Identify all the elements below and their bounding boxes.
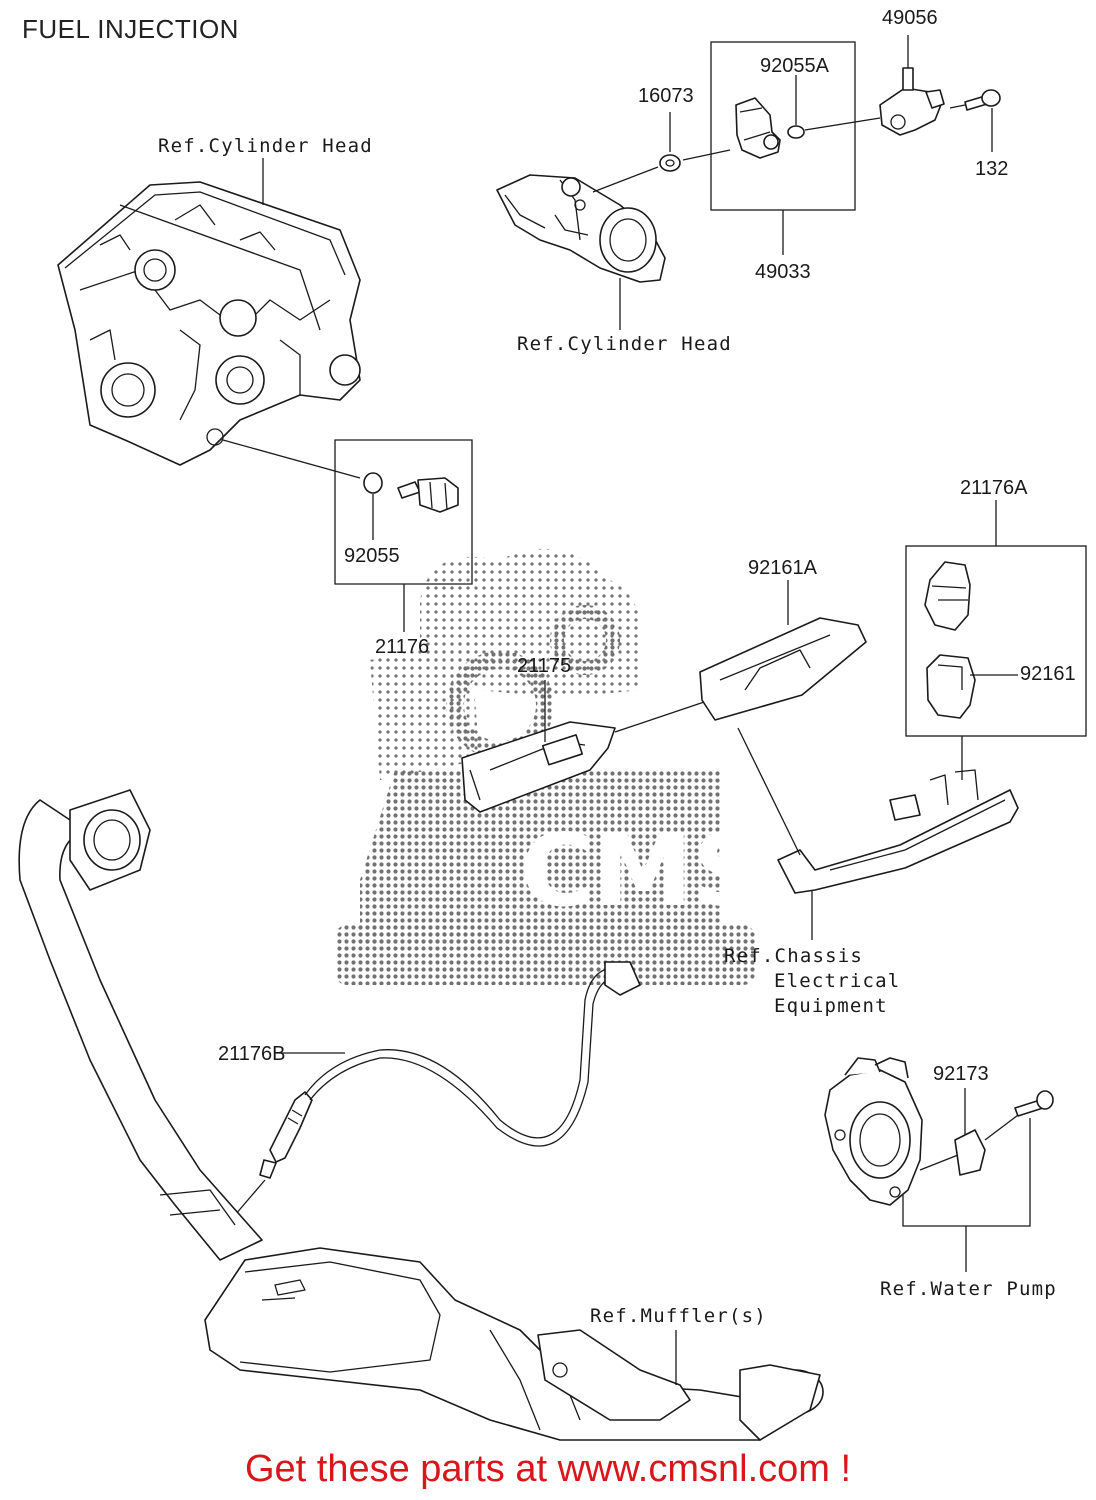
label-ref-mufflers: Ref.Muffler(s) xyxy=(590,1305,767,1327)
bolt-132-illustration xyxy=(964,89,1001,111)
cover-92161a-illustration xyxy=(699,617,867,721)
ecu-bracket-illustration xyxy=(777,769,1019,894)
label-ref-cylinder-head-throttle: Ref.Cylinder Head xyxy=(517,333,732,355)
label-21175: 21175 xyxy=(517,655,571,677)
label-92055: 92055 xyxy=(344,545,400,567)
washer-16073 xyxy=(659,154,681,172)
label-21176: 21176 xyxy=(375,636,429,658)
throttle-body-illustration xyxy=(496,174,666,283)
label-132: 132 xyxy=(975,158,1008,180)
label-ref-water-pump: Ref.Water Pump xyxy=(880,1278,1057,1300)
temp-sensor-21176-illustration xyxy=(397,477,459,513)
box-21176 xyxy=(334,439,473,585)
ecu-21175-illustration xyxy=(461,721,616,813)
label-92161a: 92161A xyxy=(748,557,818,579)
label-92173: 92173 xyxy=(933,1063,989,1085)
exhaust-pipe-illustration xyxy=(18,789,824,1441)
fuel-injector-illustration xyxy=(735,97,781,159)
bolt-92173-illustration xyxy=(954,1090,1054,1176)
label-ref-cylinder-head-top: Ref.Cylinder Head xyxy=(158,135,373,157)
label-49056: 49056 xyxy=(882,7,938,29)
connector-21176a-illustration xyxy=(924,561,971,631)
cylinder-head-illustration xyxy=(57,181,361,466)
footer-link-text[interactable]: Get these parts at www.cmsnl.com ! xyxy=(244,1448,852,1490)
label-92161: 92161 xyxy=(1020,663,1076,685)
sensor-49056-illustration xyxy=(879,67,945,136)
label-ref-chassis-line3: Equipment xyxy=(774,995,888,1017)
o-ring-92055 xyxy=(363,472,383,494)
o-ring-92055a xyxy=(787,125,805,139)
watermark-logo-text: CMS xyxy=(520,812,765,929)
label-92055a: 92055A xyxy=(760,55,830,77)
label-21176b: 21176B xyxy=(218,1043,285,1065)
label-ref-chassis-line2: Electrical xyxy=(774,970,900,992)
label-16073: 16073 xyxy=(638,85,694,107)
label-49033: 49033 xyxy=(755,261,811,283)
water-pump-cover-illustration xyxy=(824,1057,923,1206)
connector-92161-illustration xyxy=(926,654,976,719)
o2-sensor-21176b-illustration xyxy=(259,1091,313,1179)
label-21176a: 21176A xyxy=(960,477,1028,499)
diagram-title: FUEL INJECTION xyxy=(22,14,239,44)
label-ref-chassis-line1: Ref.Chassis xyxy=(724,945,863,967)
